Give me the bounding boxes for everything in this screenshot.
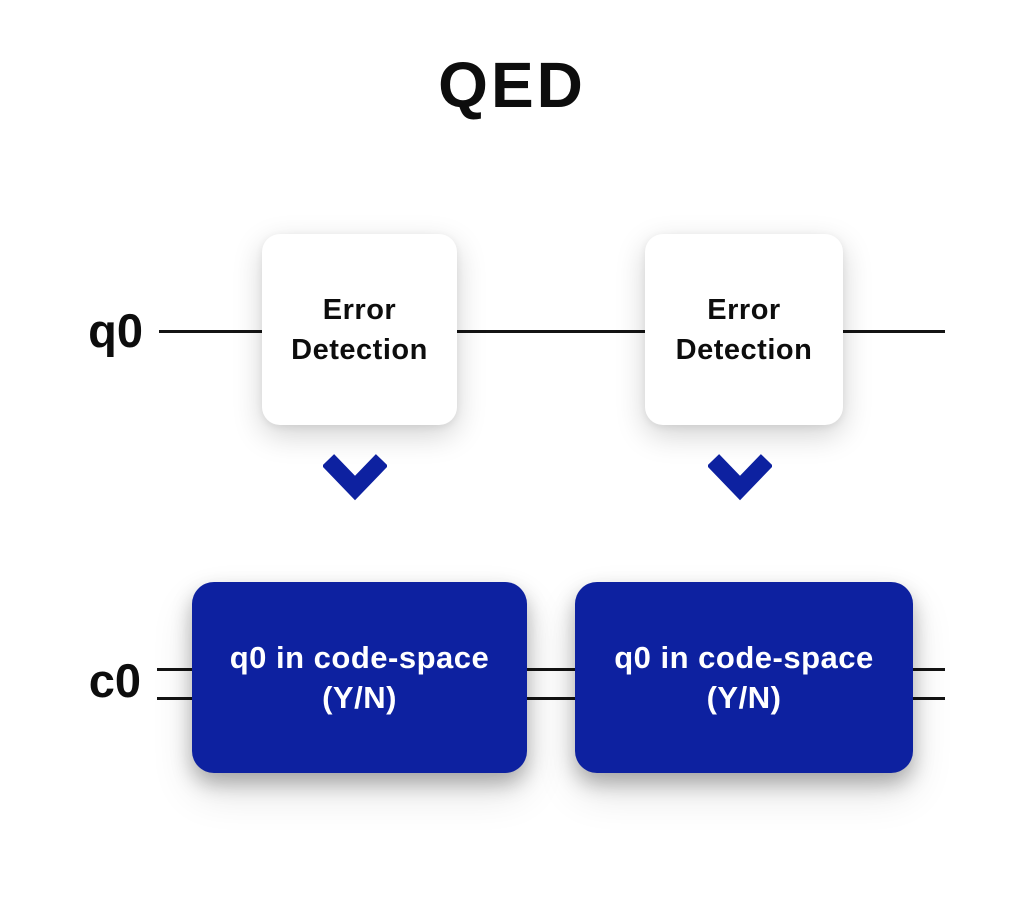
classical-wire-c0-top [157, 668, 945, 671]
error-detection-gate-1: Error Detection [262, 234, 457, 425]
code-space-result-box-2: q0 in code-space (Y/N) [575, 582, 913, 773]
gate-label-line2: Detection [675, 333, 813, 366]
gate-label-line1: Error [707, 293, 781, 326]
wire-label-c0: c0 [88, 654, 141, 707]
result-label-line2: (Y/N) [322, 679, 397, 715]
result-label-line1: q0 in code-space [229, 639, 490, 675]
gate-label-line1: Error [322, 293, 397, 326]
chevron-down-icon [706, 452, 774, 502]
code-space-result-box-1: q0 in code-space (Y/N) [192, 582, 527, 773]
quantum-wire-q0 [159, 330, 945, 333]
page-title: QED [438, 49, 586, 121]
result-label-line2: (Y/N) [706, 679, 782, 715]
result-label-line1: q0 in code-space [614, 639, 874, 675]
error-detection-gate-2: Error Detection [645, 234, 843, 425]
gate-label-line2: Detection [291, 333, 428, 366]
wire-label-q0: q0 [88, 304, 143, 357]
classical-wire-c0-bottom [157, 697, 945, 700]
chevron-down-icon [321, 452, 389, 502]
